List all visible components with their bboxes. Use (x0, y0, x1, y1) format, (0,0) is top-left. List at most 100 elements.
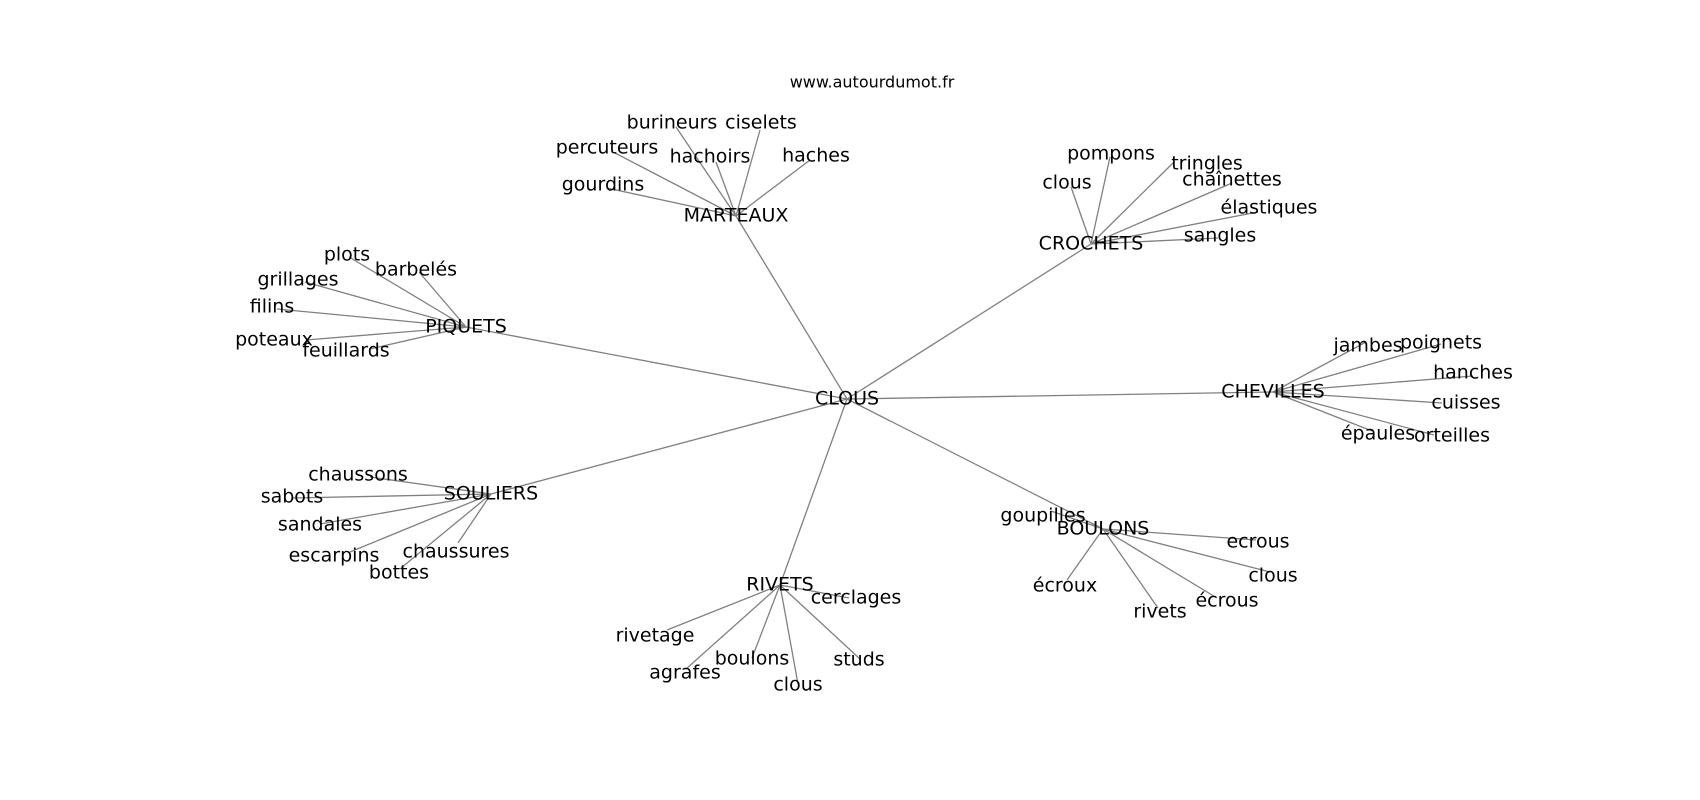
leaf-node-label[interactable]: haches (782, 145, 850, 167)
leaf-node-label[interactable]: clous (1042, 172, 1091, 194)
edge-chevilles-1 (1272, 343, 1442, 393)
edge-crochets-0 (1090, 156, 1111, 245)
edge-root-souliers (490, 398, 848, 495)
leaf-node-label[interactable]: plots (324, 244, 370, 266)
leaf-node-label[interactable]: burineurs (627, 112, 718, 134)
hub-node-label[interactable]: BOULONS (1057, 518, 1150, 540)
edge-boulons-2 (1102, 528, 1271, 573)
leaf-node-label[interactable]: agrafes (649, 662, 720, 684)
leaf-node-label[interactable]: hachoirs (670, 146, 751, 168)
edge-chevilles-5 (1272, 391, 1435, 436)
edge-souliers-4 (457, 493, 492, 544)
edge-marteaux-3 (715, 161, 737, 217)
leaf-node-label[interactable]: chaînettes (1182, 169, 1282, 191)
edge-souliers-5 (400, 493, 492, 569)
hub-node-label[interactable]: MARTEAUX (684, 205, 789, 227)
edge-chevilles-3 (1272, 391, 1443, 404)
leaf-node-label[interactable]: feuillards (302, 340, 389, 362)
leaf-node-label[interactable]: poteaux (235, 329, 313, 351)
leaf-node-label[interactable]: jambes (1332, 335, 1402, 357)
edge-rivets-4 (685, 584, 781, 670)
edge-piquets-2 (304, 281, 467, 328)
edge-rivets-2 (751, 584, 781, 659)
leaf-node-label[interactable]: cuisses (1431, 392, 1500, 414)
leaf-node-label[interactable]: barbelés (375, 259, 457, 281)
leaf-node-label[interactable]: ciselets (725, 112, 797, 134)
edge-crochets-2 (1070, 186, 1092, 245)
leaf-node-label[interactable]: orteilles (1414, 425, 1490, 447)
leaf-node-label[interactable]: goupilles (1000, 505, 1085, 527)
leaf-node-label[interactable]: filins (250, 296, 294, 318)
edge-chevilles-0 (1272, 341, 1367, 393)
edge-root-rivets (779, 398, 848, 586)
hub-node-label[interactable]: PIQUETS (425, 316, 507, 338)
edge-root-marteaux (735, 215, 848, 400)
leaf-node-label[interactable]: boulons (715, 648, 790, 670)
edge-souliers-1 (291, 493, 492, 499)
leaf-node-label[interactable]: écrous (1195, 590, 1258, 612)
hub-node-label[interactable]: CROCHETS (1039, 233, 1144, 255)
hub-node-label[interactable]: RIVETS (746, 574, 813, 596)
site-credit: www.autourdumot.fr (790, 73, 955, 92)
edge-rivets-0 (779, 584, 850, 599)
edge-marteaux-4 (735, 159, 811, 217)
leaf-node-label[interactable]: cerclages (811, 587, 902, 609)
edge-crochets-1 (1090, 161, 1175, 245)
leaf-node-label[interactable]: tringles (1171, 153, 1243, 175)
edge-rivets-5 (779, 584, 799, 685)
leaf-node-label[interactable]: pompons (1067, 143, 1155, 165)
leaf-node-label[interactable]: rivets (1133, 601, 1186, 623)
edge-boulons-4 (1102, 528, 1218, 599)
hub-node-label[interactable]: SOULIERS (444, 483, 538, 505)
leaf-node-label[interactable]: chaussures (403, 541, 510, 563)
leaf-node-label[interactable]: hanches (1433, 362, 1513, 384)
leaf-node-label[interactable]: bottes (369, 562, 429, 584)
leaf-node-label[interactable]: ecrous (1226, 531, 1289, 553)
leaf-node-label[interactable]: épaules (1341, 423, 1415, 445)
leaf-node-label[interactable]: grillages (257, 269, 338, 291)
edge-piquets-3 (276, 308, 467, 328)
root-node-label[interactable]: CLOUS (815, 388, 879, 410)
leaf-node-label[interactable]: écroux (1033, 575, 1097, 597)
leaf-node-label[interactable]: clous (773, 674, 822, 696)
graph-labels: CLOUS MARTEAUX burineurs ciselets percuteurs… (235, 112, 1513, 696)
edge-root-crochets (846, 243, 1092, 400)
edge-marteaux-5 (606, 187, 737, 217)
edge-marteaux-1 (735, 129, 761, 217)
leaf-node-label[interactable]: élastiques (1221, 197, 1318, 219)
edge-boulons-3 (1066, 528, 1104, 581)
edge-root-piquets (465, 326, 848, 400)
edge-piquets-4 (305, 326, 467, 341)
leaf-node-label[interactable]: gourdins (562, 174, 645, 196)
edge-rivets-1 (666, 584, 781, 631)
leaf-node-label[interactable]: escarpins (289, 545, 380, 567)
hub-node-label[interactable]: CHEVILLES (1221, 381, 1324, 403)
leaf-node-label[interactable]: poignets (1400, 332, 1482, 354)
edge-marteaux-0 (675, 126, 737, 217)
edge-souliers-3 (349, 493, 492, 553)
edge-marteaux-2 (614, 152, 737, 217)
leaf-node-label[interactable]: studs (833, 649, 884, 671)
edge-chevilles-2 (1272, 375, 1474, 393)
edge-root-chevilles (846, 391, 1274, 400)
edge-souliers-0 (369, 476, 492, 495)
leaf-node-label[interactable]: sangles (1184, 225, 1257, 247)
edge-chevilles-4 (1272, 391, 1373, 432)
leaf-node-label[interactable]: sabots (261, 486, 324, 508)
leaf-node-label[interactable]: percuteurs (556, 137, 659, 159)
leaf-node-label[interactable]: chaussons (308, 464, 408, 486)
graph-edges (276, 126, 1474, 685)
edge-crochets-4 (1090, 211, 1259, 245)
edge-piquets-1 (418, 271, 467, 328)
edge-crochets-5 (1090, 237, 1219, 245)
edge-boulons-5 (1102, 528, 1159, 609)
leaf-node-label[interactable]: sandales (278, 514, 362, 536)
leaf-node-label[interactable]: clous (1248, 565, 1297, 587)
edge-boulons-0 (1050, 510, 1104, 530)
edge-crochets-3 (1090, 182, 1233, 245)
edge-root-boulons (846, 398, 1104, 530)
leaf-node-label[interactable]: rivetage (616, 625, 695, 647)
edge-piquets-5 (369, 326, 467, 350)
